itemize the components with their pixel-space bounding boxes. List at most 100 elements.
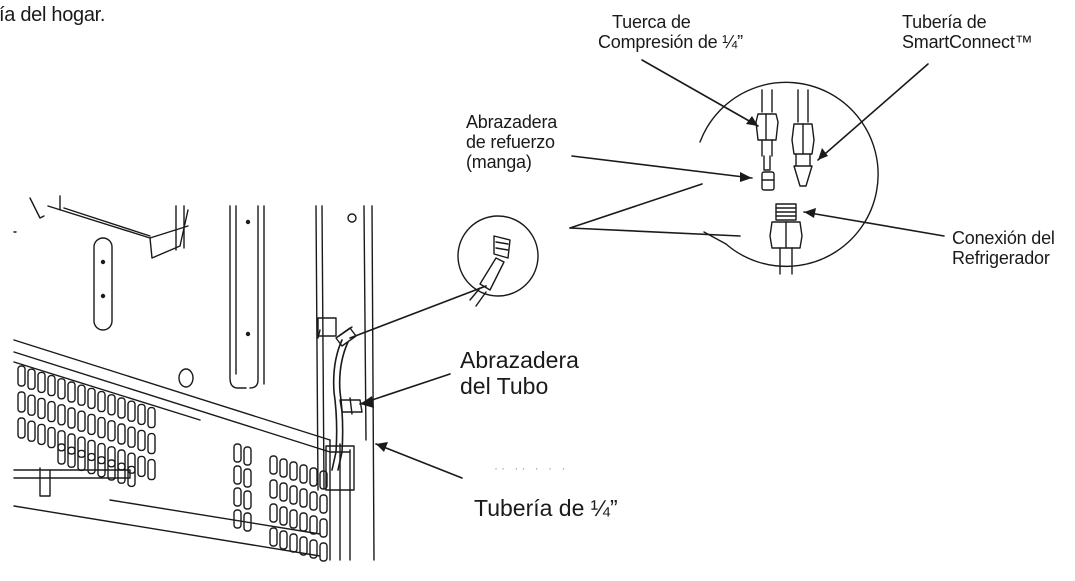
vent-slot xyxy=(127,465,136,488)
label-tuberia-smartconnect-line2: SmartConnect™ xyxy=(902,32,1033,53)
vent-slot xyxy=(87,439,96,462)
vent-slot xyxy=(77,449,86,472)
vent-slot xyxy=(77,436,86,458)
vent-slot xyxy=(319,518,328,538)
vent-slot xyxy=(117,462,126,484)
vent-slot xyxy=(47,400,56,423)
label-abrazadera-refuerzo-line2: de refuerzo xyxy=(466,132,555,153)
label-abrazadera-tubo-line1: Abrazadera xyxy=(460,347,579,373)
faint-text: ·· ·· · · · xyxy=(494,461,569,475)
vent-slot xyxy=(243,446,252,466)
vent-slot xyxy=(17,417,26,439)
vent-slot xyxy=(67,433,76,455)
vent-slot xyxy=(57,404,66,426)
arrow-heads xyxy=(360,116,828,452)
vent-slot xyxy=(137,455,146,478)
vent-slot xyxy=(233,465,242,485)
vent-slot xyxy=(127,400,136,422)
vent-slot xyxy=(289,533,298,553)
vent-slot xyxy=(67,446,76,468)
vent-slot xyxy=(27,394,36,416)
label-tuberia-quarter: Tubería de ¼” xyxy=(474,495,618,521)
vent-slot xyxy=(27,368,36,390)
vent-slot xyxy=(137,403,146,426)
vent-slot xyxy=(299,464,308,484)
vent-slot xyxy=(47,374,56,397)
vent-slot xyxy=(319,494,328,514)
vent-slot xyxy=(37,371,46,394)
vent-slot xyxy=(299,488,308,508)
vent-slot xyxy=(299,536,308,556)
vent-slot xyxy=(147,432,156,455)
label-abrazadera-tubo-line2: del Tubo xyxy=(460,372,549,399)
detail-circle-large xyxy=(699,81,879,275)
vent-slot xyxy=(117,397,126,419)
vent-slot xyxy=(127,452,136,474)
vent-slot xyxy=(319,470,328,490)
vent-slot xyxy=(233,487,242,507)
label-tuerca: Tuerca de Compresión de ¼” xyxy=(598,12,743,52)
vent-slot xyxy=(233,443,242,463)
label-tuberia-smartconnect-line1: Tubería de xyxy=(902,12,987,32)
header-fragment: ía del hogar. xyxy=(0,4,106,26)
vent-slot xyxy=(87,452,96,475)
vent-slot xyxy=(269,527,278,547)
vent-slot xyxy=(107,446,116,468)
label-tuerca-line1: Tuerca de xyxy=(612,12,691,32)
vent-slot xyxy=(269,455,278,475)
vent-slot xyxy=(147,458,156,481)
vent-slot xyxy=(309,467,318,487)
vent-slot xyxy=(243,490,252,510)
vent-slot xyxy=(77,384,86,406)
vent-slot xyxy=(107,394,116,416)
vent-slot xyxy=(309,515,318,535)
label-conexion-refrigerador: Conexión del Refrigerador xyxy=(952,228,1055,268)
vent-slot xyxy=(289,461,298,481)
vent-slot xyxy=(17,365,26,387)
vent-slot xyxy=(117,423,126,445)
label-tuerca-line2: Compresión de ¼” xyxy=(598,32,743,53)
vent-slot xyxy=(279,458,288,478)
vent-slot xyxy=(147,406,156,429)
vent-slot xyxy=(269,503,278,523)
vent-slot xyxy=(37,423,46,446)
vent-slot xyxy=(47,426,56,449)
vent-slot xyxy=(279,530,288,550)
label-abrazadera-refuerzo-line1: Abrazadera xyxy=(466,112,558,132)
vent-slot xyxy=(243,512,252,532)
vent-slot xyxy=(27,420,36,442)
vent-slot xyxy=(87,387,96,410)
vent-slot xyxy=(289,509,298,529)
vent-slot xyxy=(77,410,86,432)
vent-slot xyxy=(97,456,106,478)
vent-slot xyxy=(137,429,146,452)
label-conexion-line1: Conexión del xyxy=(952,228,1055,248)
vent-slot xyxy=(97,442,106,465)
vent-slot xyxy=(127,426,136,448)
label-tuberia-smartconnect: Tubería de SmartConnect™ xyxy=(902,12,1033,53)
vent-slot xyxy=(87,413,96,436)
label-abrazadera-refuerzo-line3: (manga) xyxy=(466,152,532,173)
vent-slot xyxy=(67,381,76,403)
label-abrazadera-tubo: Abrazadera del Tubo xyxy=(460,347,579,400)
vent-slot xyxy=(299,512,308,532)
vent-slot xyxy=(57,443,66,465)
vent-slot xyxy=(57,378,66,400)
refrigerator-back xyxy=(13,195,375,561)
vent-slot xyxy=(289,485,298,505)
vent-slot xyxy=(319,542,328,562)
vent-slot xyxy=(309,491,318,511)
label-abrazadera-refuerzo: Abrazadera de refuerzo (manga) xyxy=(466,112,557,172)
vent-slot xyxy=(17,391,26,413)
vent-slot xyxy=(107,459,116,481)
vent-slot xyxy=(233,509,242,529)
vent-slot xyxy=(97,416,106,439)
vent-grille xyxy=(17,365,328,562)
vent-slot xyxy=(57,430,66,452)
vent-slot xyxy=(309,539,318,559)
vent-slot xyxy=(243,468,252,488)
vent-slot xyxy=(279,506,288,526)
label-conexion-line2: Refrigerador xyxy=(952,248,1050,269)
